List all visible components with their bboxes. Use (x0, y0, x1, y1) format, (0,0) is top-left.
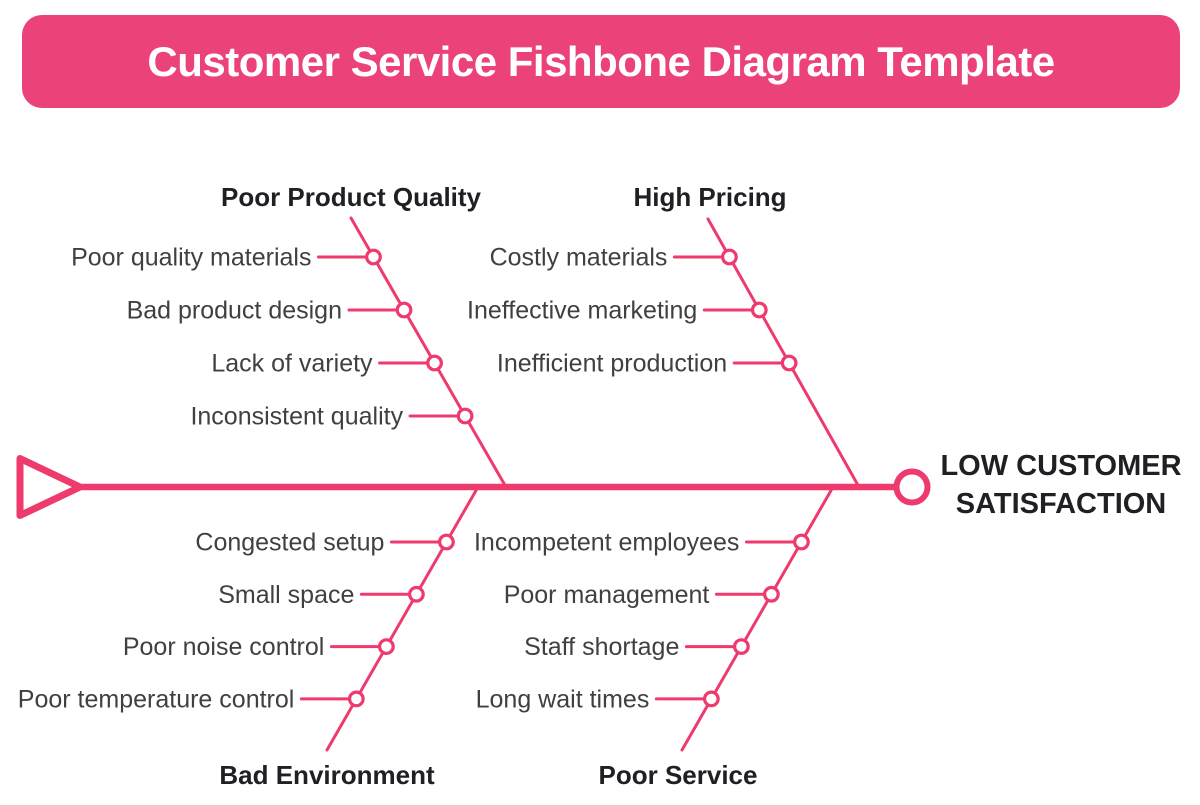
cause-label: Long wait times (476, 685, 650, 713)
effect-node-circle (893, 468, 931, 506)
page-title: Customer Service Fishbone Diagram Templa… (147, 37, 1055, 85)
cause-label: Congested setup (195, 529, 384, 557)
branch-line-poor-service (680, 485, 835, 752)
cause-node-circle (377, 638, 395, 655)
cause-node-circle (721, 248, 738, 266)
cause-label: Inefficient production (497, 350, 727, 378)
cause-label: Bad product design (127, 297, 342, 325)
cause-label: Inconsistent quality (190, 403, 403, 431)
cause-node-circle (456, 407, 474, 425)
branch-line-bad-environment (325, 485, 480, 752)
branch-label-poor-service: Poor Service (599, 760, 758, 790)
effect-label: SATISFACTION (956, 488, 1167, 520)
cause-node-circle (732, 638, 750, 655)
cause-node-circle (780, 354, 798, 372)
cause-node-circle (407, 585, 425, 603)
tail-arrow-icon (16, 455, 84, 519)
cause-node-circle (793, 533, 810, 551)
cause-node-circle (365, 248, 382, 266)
branch-label-bad-environment: Bad Environment (219, 760, 435, 790)
cause-node-circle (395, 301, 413, 319)
cause-node-circle (702, 690, 720, 708)
cause-label: Small space (218, 581, 354, 609)
cause-label: Incompetent employees (474, 529, 739, 557)
cause-node-circle (347, 690, 365, 708)
cause-label: Ineffective marketing (467, 297, 697, 325)
cause-label: Poor noise control (123, 633, 325, 661)
cause-node-circle (762, 585, 780, 603)
branch-label-high-pricing: High Pricing (633, 182, 786, 212)
cause-node-circle (426, 354, 443, 372)
cause-label: Poor temperature control (18, 685, 295, 713)
cause-label: Costly materials (490, 244, 668, 272)
title-banner: Customer Service Fishbone Diagram Templa… (22, 15, 1180, 108)
cause-label: Staff shortage (524, 633, 679, 661)
cause-label: Lack of variety (211, 350, 373, 378)
effect-label: LOW CUSTOMER (940, 450, 1181, 482)
cause-node-circle (438, 533, 455, 551)
cause-label: Poor quality materials (71, 244, 311, 272)
cause-node-circle (750, 301, 768, 319)
branch-label-poor-product-quality: Poor Product Quality (221, 182, 482, 212)
cause-label: Poor management (504, 581, 710, 609)
